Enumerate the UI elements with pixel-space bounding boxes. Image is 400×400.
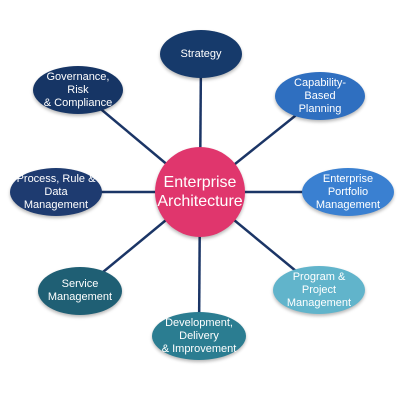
node-strategy: Strategy <box>160 30 242 78</box>
node-process-rule-data-management: Process, Rule & Data Management <box>10 168 102 216</box>
node-enterprise-portfolio-management: Enterprise Portfolio Management <box>302 168 394 216</box>
node-program-project-management: Program & Project Management <box>273 266 365 314</box>
node-governance-risk-compliance: Governance, Risk & Compliance <box>33 66 123 114</box>
node-capability-based-planning: Capability-Based Planning <box>275 72 365 120</box>
node-development-delivery-improvement: Development, Delivery & Improvement <box>152 312 246 360</box>
node-service-management: Service Management <box>38 267 122 315</box>
center-node-enterprise-architecture: Enterprise Architecture <box>155 147 245 237</box>
